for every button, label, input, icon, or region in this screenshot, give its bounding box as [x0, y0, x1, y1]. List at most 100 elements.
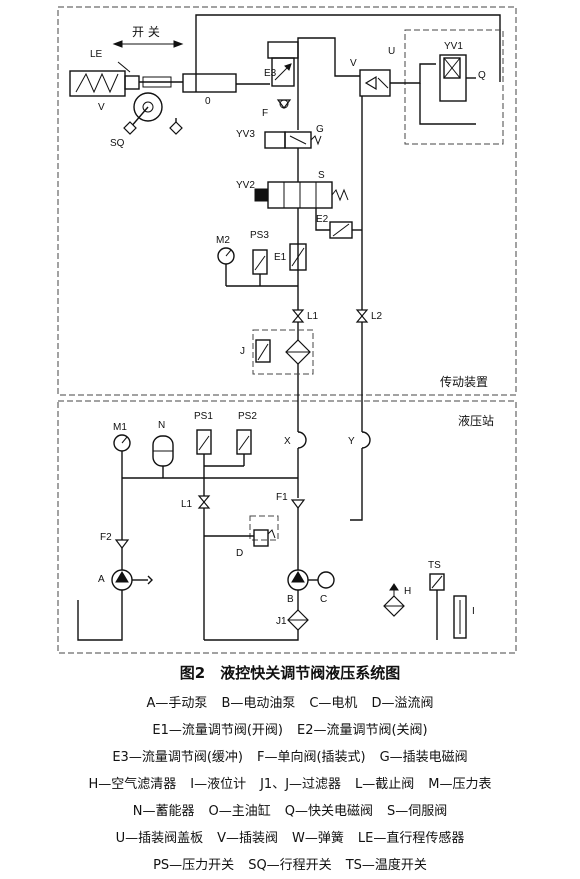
v-left-label: V	[98, 102, 105, 113]
ps2-label: PS2	[238, 411, 257, 422]
pressure-gauge-m1	[113, 434, 131, 478]
pressure-switch-ps2	[236, 429, 252, 466]
d-label: D	[236, 548, 243, 559]
e2-label: E2	[316, 214, 329, 225]
legend-item: W—弹簧	[292, 831, 344, 846]
j-label: J	[240, 346, 245, 357]
n-label: N	[158, 420, 165, 431]
legend-item: H—空气滤清器	[88, 777, 177, 792]
pressure-switch-ps1	[196, 429, 212, 466]
temperature-switch-ts	[429, 573, 445, 640]
hydraulic-schematic: 传动装置 液压站 开 关 LE V SQ 0	[57, 6, 517, 654]
stop-valve-l1-top	[291, 309, 305, 323]
hand-pump-a	[77, 548, 153, 641]
s-label: S	[318, 170, 325, 181]
hydraulic-station-box	[57, 400, 517, 654]
y-label: Y	[348, 436, 355, 447]
legend-item: F—单向阀(插装式)	[256, 750, 366, 765]
main-cylinder-o	[182, 73, 237, 93]
i-label: I	[472, 606, 475, 617]
legend-item: B—电动油泵	[221, 696, 296, 711]
legend-item: O—主油缸	[208, 804, 271, 819]
legend-item: U—插装阀盖板	[115, 831, 204, 846]
relief-valve-d	[204, 515, 279, 547]
legend-item: E1—流量调节阀(开阀)	[152, 723, 283, 738]
legend-item: N—蓄能器	[132, 804, 195, 819]
legend-item: PS—压力开关	[153, 858, 235, 873]
sq-label: SQ	[110, 138, 125, 149]
m1-label: M1	[113, 422, 127, 433]
servo-valve-s	[254, 181, 349, 209]
le-label: LE	[90, 49, 103, 60]
legend-item: I—液位计	[190, 777, 247, 792]
position-sensor-le	[69, 61, 183, 97]
l1-top-label: L1	[307, 311, 319, 322]
solenoid-valve-g	[264, 131, 322, 149]
yv3-label: YV3	[236, 129, 255, 140]
legend-row: U—插装阀盖板 V—插装阀 W—弹簧 LE—直行程传感器	[0, 825, 580, 852]
legend-row: A—手动泵 B—电动油泵 C—电机 D—溢流阀	[0, 690, 580, 717]
legend-item: A—手动泵	[146, 696, 208, 711]
cartridge-valve-v	[359, 69, 391, 97]
buffer-flow-valve-e3	[267, 41, 299, 109]
electric-pump-b	[287, 569, 318, 591]
air-filter-h	[383, 583, 405, 617]
ps3-label: PS3	[250, 230, 269, 241]
open-close-label: 开 关	[132, 25, 160, 39]
legend-item: V—插装阀	[217, 831, 279, 846]
legend-item: M—压力表	[428, 777, 492, 792]
l1-bottom-label: L1	[181, 499, 193, 510]
coupling-y	[361, 431, 371, 449]
check-valve-f2	[114, 539, 130, 549]
o-label: 0	[205, 96, 211, 107]
transmission-section-box	[57, 6, 517, 396]
open-close-arrow	[112, 40, 184, 48]
f1-label: F1	[276, 492, 288, 503]
f-top-label: F	[262, 108, 268, 119]
legend-item: G—插装电磁阀	[379, 750, 468, 765]
ts-label: TS	[428, 560, 441, 571]
coupling-x	[297, 431, 307, 449]
legend-item: C—电机	[309, 696, 358, 711]
hydraulic-station-label: 液压站	[458, 413, 494, 428]
j1-label: J1	[276, 616, 287, 627]
legend-item: L—截止阀	[355, 777, 415, 792]
pressure-switch-ps3	[252, 249, 268, 286]
legend-item: SQ—行程开关	[248, 858, 332, 873]
figure-caption: 图2 液控快关调节阀液压系统图	[179, 664, 401, 682]
stop-valve-l1-bottom	[197, 495, 211, 509]
legend-item: S—伺服阀	[386, 804, 448, 819]
pressure-gauge-m2	[217, 247, 235, 286]
x-label: X	[284, 436, 291, 447]
yv1-label: YV1	[444, 41, 463, 52]
accumulator-n	[152, 435, 174, 478]
q-label: Q	[478, 70, 486, 81]
legend: A—手动泵 B—电动油泵 C—电机 D—溢流阀 E1—流量调节阀(开阀) E2—流量调节阀…	[0, 690, 580, 879]
legend-item: TS—温度开关	[345, 858, 427, 873]
stop-valve-l2	[355, 309, 369, 323]
yv2-label: YV2	[236, 180, 255, 191]
g-label: G	[316, 124, 324, 135]
legend-row: E3—流量调节阀(缓冲) F—单向阀(插装式) G—插装电磁阀	[0, 744, 580, 771]
legend-item: Q—快关电磁阀	[284, 804, 373, 819]
legend-row: PS—压力开关 SQ—行程开关 TS—温度开关	[0, 852, 580, 879]
m2-label: M2	[216, 235, 230, 246]
legend-item: E3—流量调节阀(缓冲)	[112, 750, 243, 765]
level-gauge-i	[453, 595, 467, 639]
h-label: H	[404, 586, 411, 597]
filter-j	[252, 329, 314, 375]
b-label: B	[287, 594, 294, 605]
legend-row: E1—流量调节阀(开阀) E2—流量调节阀(关阀)	[0, 717, 580, 744]
legend-item: LE—直行程传感器	[357, 831, 465, 846]
c-label: C	[320, 594, 327, 605]
check-valve-f1	[290, 499, 306, 509]
legend-item: D—溢流阀	[371, 696, 434, 711]
a-label: A	[98, 574, 105, 585]
ps1-label: PS1	[194, 411, 213, 422]
limit-switch-sq	[123, 92, 183, 135]
legend-item: E2—流量调节阀(关阀)	[297, 723, 428, 738]
filter-j1	[204, 590, 309, 641]
f2-label: F2	[100, 532, 112, 543]
transmission-section-label: 传动装置	[440, 374, 488, 389]
